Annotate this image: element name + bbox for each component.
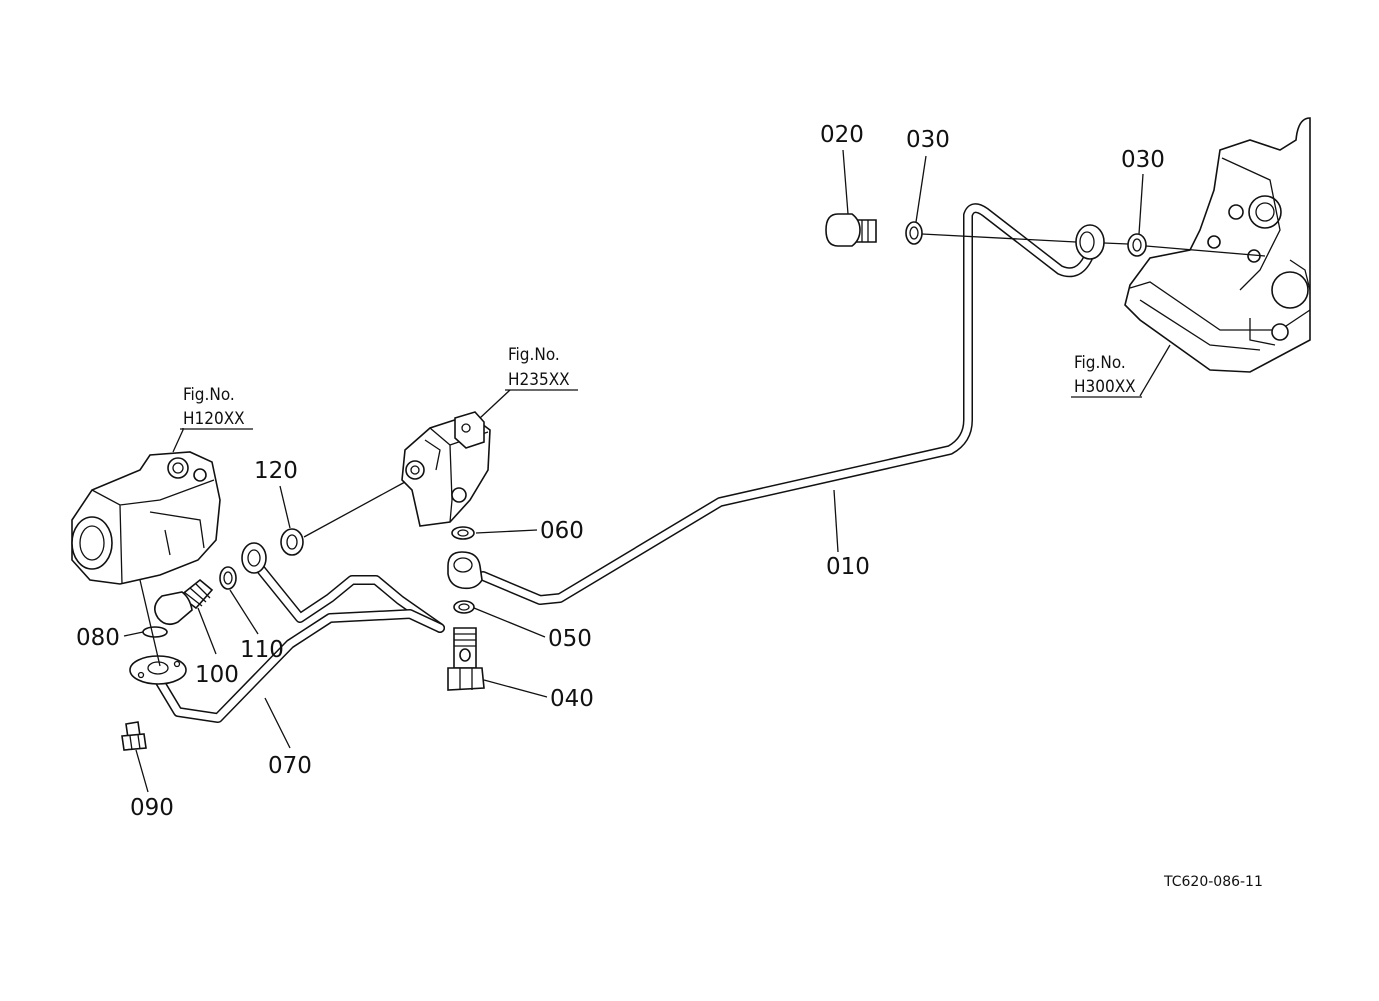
figref-pump-code: H120XX [183,409,245,429]
banjo-center [447,551,483,590]
o-ring-080 [142,626,168,638]
label-030-b: 030 [1121,147,1165,173]
figref-housing: Fig.No. H300XX [1071,353,1142,398]
label-030-a: 030 [906,127,950,153]
label-020: 020 [820,122,864,148]
leader-lines [123,149,1171,793]
bolt-020 [825,213,877,247]
figref-valve-fig: Fig.No. [508,345,560,365]
label-110: 110 [240,637,284,663]
washer-060 [451,526,475,540]
bolt-040 [447,627,485,691]
washer-110 [219,566,237,590]
label-080: 080 [76,625,120,651]
figref-pump-fig: Fig.No. [183,385,235,405]
banjo-right [1075,224,1105,260]
figref-valve: Fig.No. H235XX [505,345,578,391]
washer-030-b [1127,233,1147,257]
label-060: 060 [540,518,584,544]
figref-pump: Fig.No. H120XX [180,385,253,430]
bolt-100 [154,578,214,626]
label-050: 050 [548,626,592,652]
label-100: 100 [195,662,239,688]
label-070: 070 [268,753,312,779]
figref-housing-fig: Fig.No. [1074,353,1126,373]
label-040: 040 [550,686,594,712]
washer-050 [453,600,475,614]
label-010: 010 [826,554,870,580]
figref-housing-code: H300XX [1074,377,1136,397]
valve-h235 [401,411,491,527]
pump-h120 [71,451,221,585]
washer-120 [280,528,304,556]
pipe-070 [155,561,445,723]
banjo-left [241,542,267,574]
fitting-090 [121,721,147,751]
label-120: 120 [254,458,298,484]
pipe-010 [478,203,1093,605]
washer-030-a [905,221,923,245]
label-090: 090 [130,795,174,821]
drawing-code: TC620-086-11 [1163,874,1263,890]
figref-valve-code: H235XX [508,370,570,390]
